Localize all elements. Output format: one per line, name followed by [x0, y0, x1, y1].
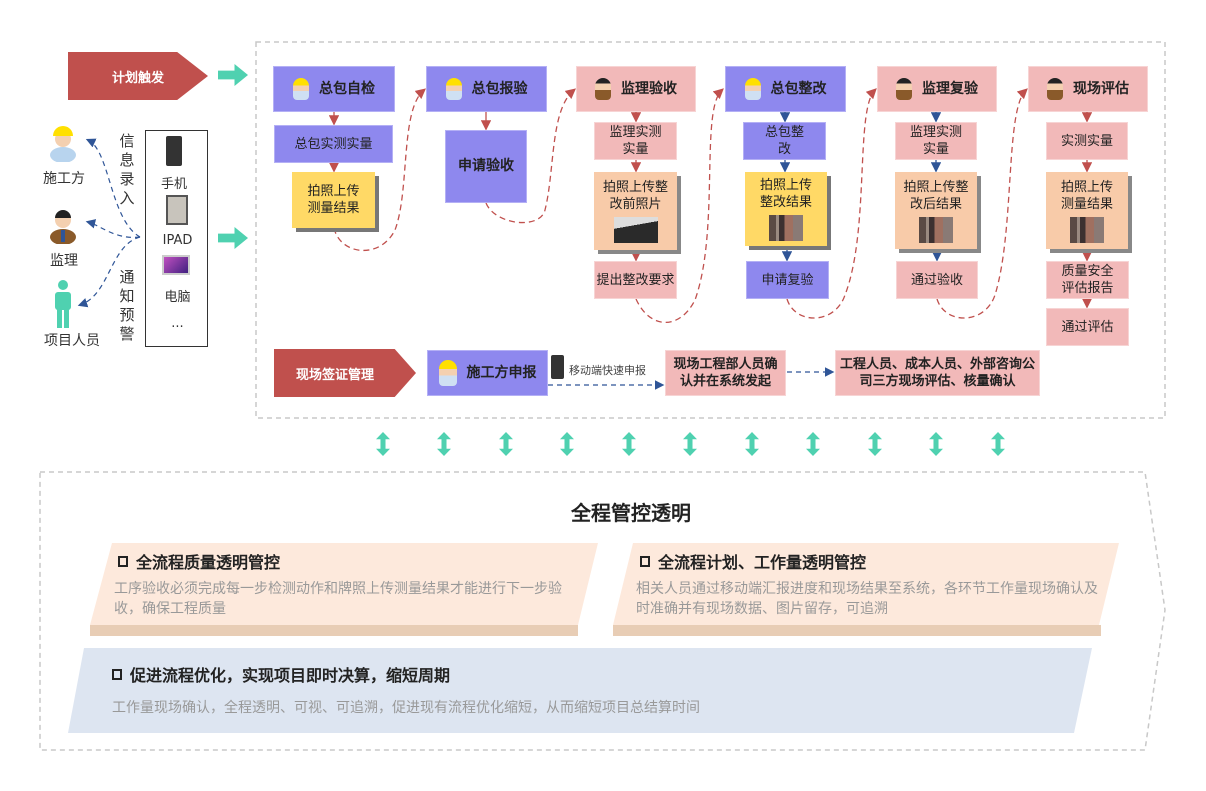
- checkbox-icon: [118, 555, 128, 567]
- step-box: 拍照上传整改结果: [745, 172, 827, 246]
- card-body: 相关人员通过移动端汇报进度和现场结果至系统，各环节工作量现场确认及时准确并有现场…: [636, 581, 1098, 617]
- step-label: 拍照上传整改结果: [759, 178, 812, 210]
- card-title: 全流程质量透明管控: [136, 553, 281, 572]
- step-box: 提出整改要求: [594, 261, 677, 299]
- double-arrow-icon: [622, 432, 636, 456]
- double-arrow-icon: [991, 432, 1005, 456]
- supervisor-icon: [896, 78, 912, 100]
- step-header-recheck: 监理复验: [877, 66, 997, 112]
- step-box: 实测实量: [1046, 122, 1128, 160]
- quality-card: 全流程质量透明管控 工序验收必须完成每一步检测动作和牌照上传测量结果才能进行下一…: [114, 549, 578, 619]
- visa-management-banner: 现场签证管理: [274, 349, 416, 397]
- worker-icon: [445, 78, 462, 100]
- step-header-rectify: 总包整改: [725, 66, 846, 112]
- photo-thumbnail: [1070, 216, 1104, 243]
- double-arrow-icon: [806, 432, 820, 456]
- worker-icon: [50, 126, 76, 162]
- step-header-supervisor-accept: 监理验收: [576, 66, 696, 112]
- device-list: 手机 IPAD 电脑 ...: [145, 130, 208, 347]
- device-label: IPAD: [162, 233, 193, 248]
- card-body: 工作量现场确认，全程透明、可视、可追溯，促进现有流程优化缩短，从而缩短项目总结算…: [112, 700, 700, 716]
- header-label: 总包报验: [471, 80, 528, 97]
- header-label: 监理验收: [621, 80, 677, 97]
- checkbox-icon: [112, 668, 122, 680]
- step-box: 拍照上传整改后结果: [895, 172, 977, 249]
- step-box: 质量安全评估报告: [1046, 261, 1129, 299]
- report-label: 施工方申报: [466, 364, 537, 381]
- summary-title: 全程管控透明: [571, 501, 691, 525]
- worker-icon: [744, 78, 761, 100]
- step-header-report: 总包报验: [426, 66, 547, 112]
- photo-thumbnail: [769, 215, 803, 241]
- step-box: 拍照上传测量结果: [292, 172, 375, 228]
- card-base: [613, 625, 1101, 636]
- double-arrow-icon: [376, 432, 390, 456]
- step-box: 拍照上传整改前照片: [594, 172, 677, 250]
- dept-confirm-box: 现场工程部人员确认并在系统发起: [665, 350, 786, 396]
- step-label: 拍照上传整改前照片: [602, 180, 668, 212]
- optimize-card: 促进流程优化，实现项目即时决算，缩短周期 工作量现场确认，全程透明、可视、可追溯…: [112, 662, 1012, 718]
- phone-icon: [166, 136, 182, 166]
- step-box: 总包实测实量: [274, 125, 393, 163]
- step-box: 通过验收: [896, 261, 978, 299]
- ipad-icon: [166, 195, 188, 225]
- card-background: [90, 543, 598, 625]
- double-arrow-icon: [929, 432, 943, 456]
- header-label: 监理复验: [922, 80, 978, 97]
- step-box: 申请复验: [746, 261, 829, 299]
- card-title: 全流程计划、工作量透明管控: [658, 553, 867, 572]
- photo-thumbnail: [919, 216, 953, 243]
- card-background: [68, 648, 1092, 733]
- checkbox-icon: [640, 555, 650, 567]
- role-label: 监理: [50, 253, 78, 269]
- info-entry-label: 信息录入: [119, 132, 135, 207]
- notify-label: 通知预警: [119, 268, 135, 343]
- step-box: 监理实测实量: [594, 122, 677, 160]
- tripartite-assess-box: 工程人员、成本人员、外部咨询公司三方现场评估、核量确认: [835, 350, 1040, 396]
- person-icon: [55, 280, 71, 328]
- card-base: [90, 625, 578, 636]
- step-box: 拍照上传测量结果: [1046, 172, 1128, 249]
- photo-thumbnail: [613, 217, 658, 243]
- double-arrow-icon: [437, 432, 451, 456]
- step-box: 通过评估: [1046, 308, 1129, 346]
- device-label: ...: [171, 316, 184, 331]
- role-label: 施工方: [43, 171, 85, 187]
- step-label: 拍照上传测量结果: [1060, 179, 1113, 212]
- double-arrow-icon: [499, 432, 513, 456]
- contractor-report-box: 施工方申报: [427, 350, 548, 396]
- supervisor-icon: [595, 78, 611, 100]
- device-label: 手机: [160, 177, 187, 192]
- supervisor-icon: [1047, 78, 1063, 100]
- step-label: 拍照上传整改后结果: [903, 179, 969, 212]
- card-body: 工序验收必须完成每一步检测动作和牌照上传测量结果才能进行下一步验收，确保工程质量: [114, 581, 562, 617]
- phone-icon: [551, 355, 564, 379]
- plan-trigger-banner: 计划触发: [68, 52, 208, 100]
- step-box: 总包整改: [743, 122, 826, 160]
- double-arrow-icon: [560, 432, 574, 456]
- header-label: 总包自检: [319, 80, 375, 97]
- device-label: 电脑: [164, 290, 191, 305]
- step-box: 监理实测实量: [895, 122, 977, 160]
- step-header-assess: 现场评估: [1028, 66, 1148, 112]
- step-header-self-check: 总包自检: [273, 66, 395, 112]
- header-label: 现场评估: [1073, 80, 1129, 97]
- computer-icon: [162, 255, 190, 275]
- supervisor-icon: [50, 210, 76, 244]
- header-label: 总包整改: [770, 80, 827, 97]
- step-box: 申请验收: [445, 130, 527, 203]
- role-label: 项目人员: [44, 333, 100, 349]
- card-title: 促进流程优化，实现项目即时决算，缩短周期: [130, 666, 451, 685]
- double-arrow-icon: [868, 432, 882, 456]
- mobile-report-label: 移动端快速申报: [569, 364, 646, 377]
- double-arrow-icon: [745, 432, 759, 456]
- double-arrow-icon: [683, 432, 697, 456]
- plan-card: 全流程计划、工作量透明管控 相关人员通过移动端汇报进度和现场结果至系统，各环节工…: [636, 549, 1100, 619]
- worker-icon: [438, 360, 457, 386]
- worker-icon: [293, 78, 309, 100]
- card-background: [613, 543, 1119, 625]
